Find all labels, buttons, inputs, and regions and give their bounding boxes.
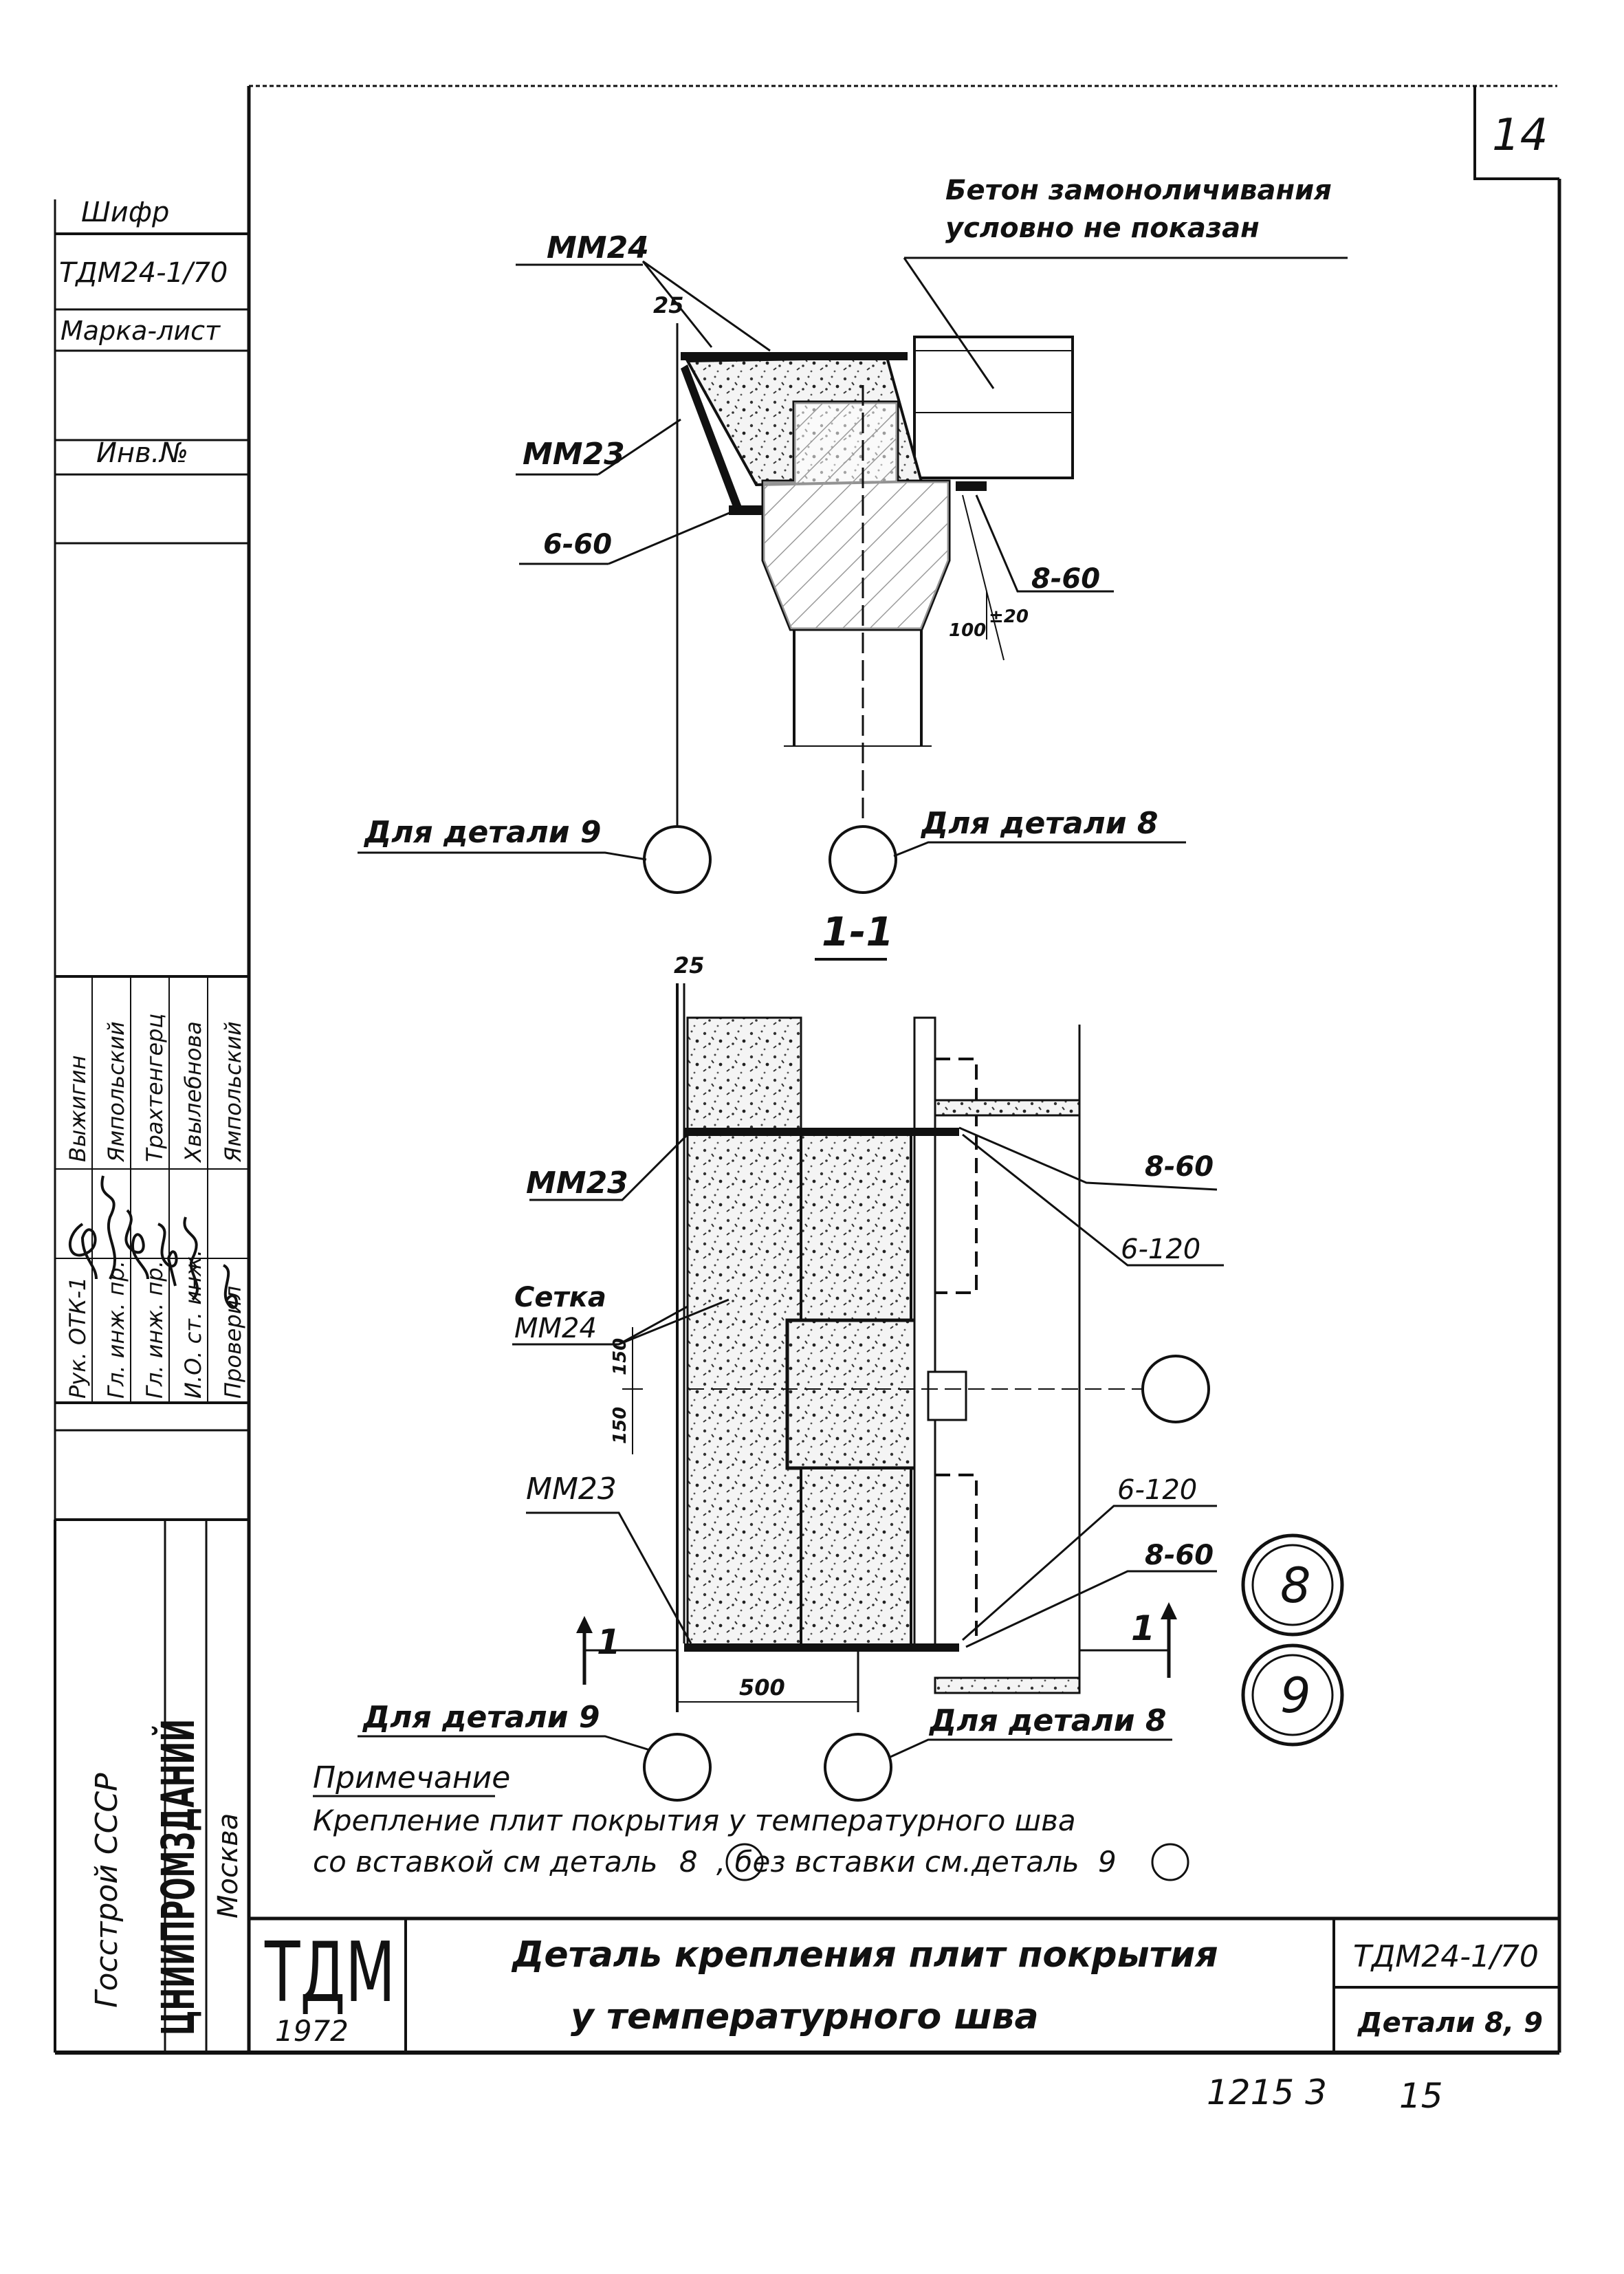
detail-9-ring-outer: [1241, 1643, 1344, 1747]
note-block: Примечание Крепление плит покрытия у тем…: [313, 1760, 1189, 1881]
section-mm23-bottom: ММ23: [526, 1472, 617, 1507]
stamp-org-main: ЦНИИПРОМЗДАНИЙ: [151, 1719, 205, 2035]
footer-right-number: 15: [1399, 2076, 1443, 2116]
top-note-line2: условно не показан: [945, 212, 1260, 244]
section-dim-150b: 150: [610, 1407, 630, 1444]
page-number-box: 14: [1473, 86, 1559, 180]
label-dim-pm20: ±20: [989, 606, 1029, 627]
stamp-code-value: ТДМ24-1/70: [59, 257, 228, 289]
section-callout-right-text: Для детали 8: [928, 1703, 1167, 1738]
note-line2: со вставкой см деталь 8 , без вставки см…: [313, 1845, 1117, 1879]
section-weld-8-60-top: 8-60: [1145, 1151, 1214, 1183]
stamp-role-2: Гл. инж. пр.: [103, 1260, 129, 1399]
note-line2-start: со вставкой см деталь: [313, 1845, 657, 1879]
note-line1: Крепление плит покрытия у температурного…: [313, 1804, 1076, 1837]
section-callout-circle: [1141, 1355, 1210, 1423]
stamp-inv-label: Инв.№: [96, 437, 188, 469]
stamp-mark-label: Марка-лист: [61, 316, 221, 346]
stamp-role-3: Гл. инж. пр.: [142, 1260, 168, 1399]
note-ref-1: 8: [679, 1845, 698, 1879]
label-dim-100: 100: [949, 620, 986, 641]
page-number: 14: [1492, 110, 1548, 161]
section-1-1: 1-1 25 150 150 500: [358, 908, 1344, 1802]
label-weld-6-60: 6-60: [543, 529, 612, 560]
section-callout-left-text: Для детали 9: [362, 1700, 600, 1735]
detail-8-ring-outer: [1241, 1533, 1344, 1637]
detail-9-number: 9: [1280, 1668, 1311, 1724]
cut-mark-left-label: 1: [597, 1622, 621, 1662]
stamp-role-5: Проверил: [220, 1286, 246, 1399]
sheet-frame: [54, 85, 1561, 2055]
top-note-line1: Бетон замоноличивания: [945, 175, 1332, 206]
cut-mark-right-label: 1: [1131, 1608, 1155, 1648]
detail-8-ring-inner: [1251, 1544, 1334, 1626]
note-ref-2: 9: [1098, 1845, 1117, 1879]
section-weld-6-120-top: 6-120: [1121, 1234, 1200, 1265]
section-setka-line1: Сетка: [514, 1282, 606, 1313]
label-weld-8-60: 8-60: [1031, 563, 1100, 595]
stamp-code-label: Шифр: [81, 197, 169, 228]
section-weld-6-120-bottom: 6-120: [1117, 1474, 1197, 1506]
title-sheet-name: Детали 8, 9: [1357, 2007, 1543, 2039]
note-ref-1-circle: [725, 1843, 764, 1881]
label-dim-25: 25: [653, 292, 684, 318]
stamp-org-top: Госстрой СССР: [89, 1773, 124, 2008]
label-mm24: ММ24: [547, 230, 649, 265]
section-setka-line2: ММ24: [514, 1313, 597, 1344]
side-stamp: Шифр ТДМ24-1/70 Марка-лист Инв.№ Рук. ОТ…: [54, 197, 249, 2053]
section-dim-500: 500: [739, 1674, 785, 1701]
detail-9-ring-inner: [1251, 1654, 1334, 1736]
section-weld-8-60-bottom: 8-60: [1145, 1540, 1214, 1571]
stamp-role-1: Рук. ОТК-1: [65, 1277, 91, 1399]
title-year: 1972: [275, 2014, 349, 2048]
section-callout-right: [824, 1733, 892, 1802]
note-line2-end: , без вставки см.деталь: [716, 1845, 1079, 1879]
callout-circle-right: [829, 825, 897, 894]
label-mm23: ММ23: [523, 437, 625, 472]
note-ref-2-circle: [1151, 1843, 1189, 1881]
stamp-name-2: Ямпольский: [103, 1021, 129, 1163]
signatures: [69, 1175, 239, 1309]
section-dim-25: 25: [674, 952, 705, 979]
section-mm23-top: ММ23: [526, 1166, 628, 1201]
section-callout-left: [643, 1733, 712, 1802]
stamp-org-city: Москва: [212, 1813, 244, 1918]
top-callout-right: Для детали 8: [920, 806, 1159, 841]
note-heading: Примечание: [313, 1760, 510, 1795]
stamp-name-3: Трахтенгерц: [142, 1014, 168, 1162]
cut-mark-left: 1: [576, 1616, 677, 1685]
title-line1: Деталь крепления плит покрытия: [511, 1934, 1218, 1976]
cut-mark-right: 1: [1079, 1602, 1177, 1678]
title-code: ТДМ24-1/70: [1353, 1939, 1539, 1974]
stamp-name-4: Хвылебнова: [180, 1021, 206, 1163]
stamp-name-1: Выжигин: [65, 1056, 91, 1162]
top-view-detail: Бетон замоноличивания условно не показан…: [358, 175, 1348, 894]
title-block: ТДМ 1972 Деталь крепления плит покрытия …: [249, 1916, 1559, 2053]
callout-circle-left: [643, 825, 712, 894]
footer-left-number: 1215 3: [1207, 2073, 1327, 2112]
title-line2: у температурного шва: [571, 1996, 1039, 2037]
stamp-name-5: Ямпольский: [220, 1021, 246, 1163]
top-callout-left: Для детали 9: [363, 815, 602, 850]
detail-8-number: 8: [1280, 1557, 1311, 1614]
title-logo: ТДМ: [264, 1925, 395, 2021]
section-title: 1-1: [822, 908, 894, 955]
